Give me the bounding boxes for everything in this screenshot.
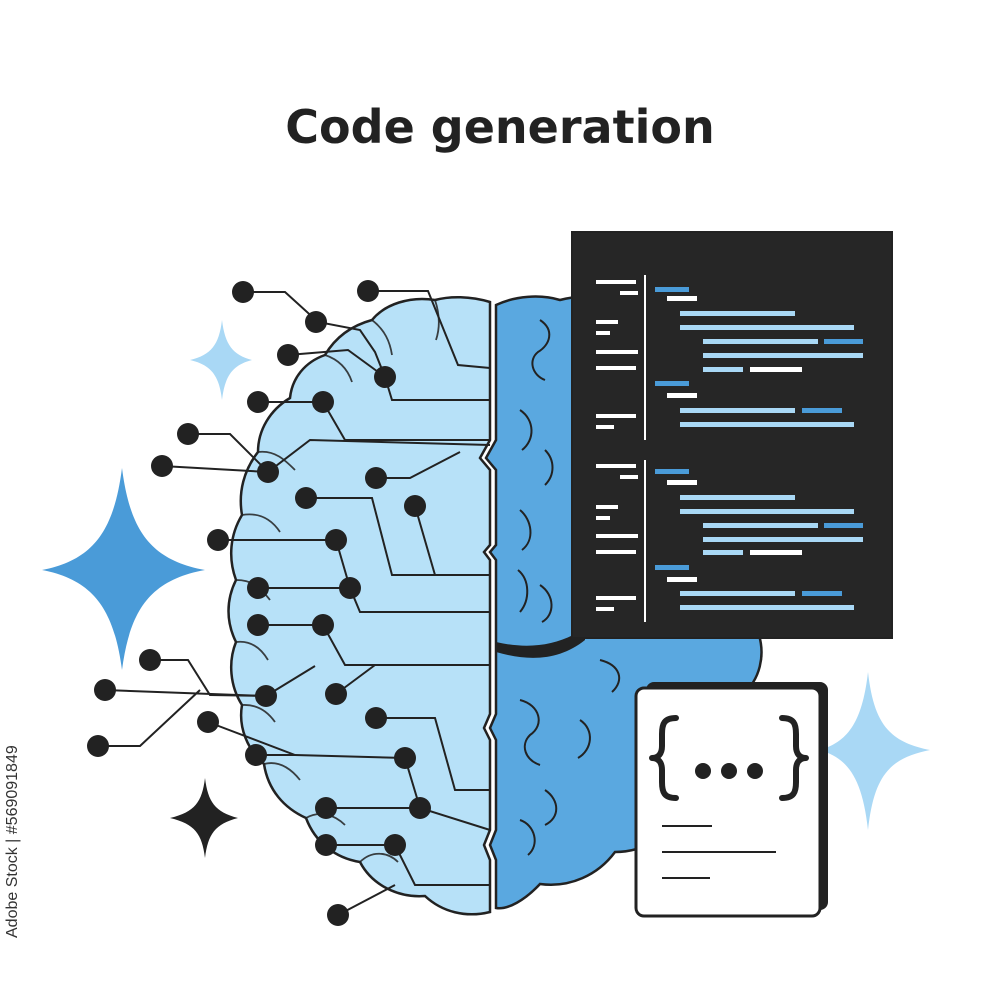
code-line bbox=[750, 550, 802, 555]
code-line bbox=[703, 339, 818, 344]
code-line bbox=[667, 296, 697, 301]
dark-sparkle-icon bbox=[170, 778, 238, 858]
code-lines bbox=[655, 287, 863, 610]
page-title: Code generation bbox=[285, 100, 715, 154]
circuit-node bbox=[325, 529, 347, 551]
circuit-node bbox=[255, 685, 277, 707]
code-line bbox=[802, 408, 842, 413]
code-line bbox=[750, 367, 802, 372]
code-line bbox=[667, 480, 697, 485]
braces-card bbox=[634, 686, 822, 918]
circuit-node bbox=[325, 683, 347, 705]
circuit-node bbox=[339, 577, 361, 599]
circuit-node bbox=[404, 495, 426, 517]
code-line bbox=[655, 381, 689, 386]
circuit-node bbox=[247, 391, 269, 413]
code-line bbox=[824, 339, 863, 344]
circuit-node bbox=[312, 391, 334, 413]
circuit-node bbox=[315, 797, 337, 819]
right-brain-folds bbox=[517, 319, 621, 856]
large-blue-sparkle-icon bbox=[42, 468, 205, 670]
circuit-node bbox=[232, 281, 254, 303]
circuit-node bbox=[207, 529, 229, 551]
left-brain-hemisphere bbox=[227, 296, 492, 916]
code-line bbox=[680, 422, 854, 427]
circuit-node bbox=[257, 461, 279, 483]
stock-id-watermark: Adobe Stock | #569091849 bbox=[4, 745, 21, 938]
code-line bbox=[703, 550, 743, 555]
code-line bbox=[667, 393, 697, 398]
circuit-node bbox=[312, 614, 334, 636]
circuit-node bbox=[87, 735, 109, 757]
circuit-nodes bbox=[87, 280, 431, 926]
curly-braces-icon bbox=[649, 715, 809, 801]
card-text-lines bbox=[662, 825, 776, 879]
code-line bbox=[680, 605, 854, 610]
code-line bbox=[680, 591, 795, 596]
circuit-node bbox=[295, 487, 317, 509]
code-line bbox=[667, 577, 697, 582]
code-line bbox=[655, 565, 689, 570]
circuit-node bbox=[327, 904, 349, 926]
circuit-node bbox=[139, 649, 161, 671]
circuit-node bbox=[357, 280, 379, 302]
code-line bbox=[824, 523, 863, 528]
code-line bbox=[655, 469, 689, 474]
pale-blue-sparkle-icon bbox=[820, 672, 930, 830]
circuit-node bbox=[94, 679, 116, 701]
circuit-node bbox=[394, 747, 416, 769]
circuit-node bbox=[409, 797, 431, 819]
circuit-node bbox=[197, 711, 219, 733]
small-blue-sparkle-icon bbox=[190, 320, 252, 400]
circuit-node bbox=[245, 744, 267, 766]
circuit-node bbox=[305, 311, 327, 333]
circuit-node bbox=[315, 834, 337, 856]
code-line bbox=[802, 591, 842, 596]
code-line bbox=[680, 495, 795, 500]
circuit-node bbox=[365, 707, 387, 729]
circuit-node bbox=[247, 614, 269, 636]
code-line-numbers bbox=[596, 280, 638, 611]
circuit-node bbox=[247, 577, 269, 599]
code-line bbox=[703, 523, 818, 528]
code-line bbox=[680, 408, 795, 413]
code-line bbox=[680, 509, 854, 514]
circuit-node bbox=[365, 467, 387, 489]
circuit-node bbox=[151, 455, 173, 477]
circuit-node bbox=[277, 344, 299, 366]
code-line bbox=[655, 287, 689, 292]
circuit-node bbox=[384, 834, 406, 856]
brain-band bbox=[496, 628, 585, 658]
code-panel bbox=[571, 231, 893, 639]
code-line bbox=[703, 367, 743, 372]
circuit-node bbox=[177, 423, 199, 445]
circuit-node bbox=[374, 366, 396, 388]
code-line bbox=[703, 537, 863, 542]
code-line bbox=[703, 353, 863, 358]
code-line bbox=[680, 325, 854, 330]
ellipsis-dots bbox=[695, 763, 763, 779]
code-line bbox=[680, 311, 795, 316]
